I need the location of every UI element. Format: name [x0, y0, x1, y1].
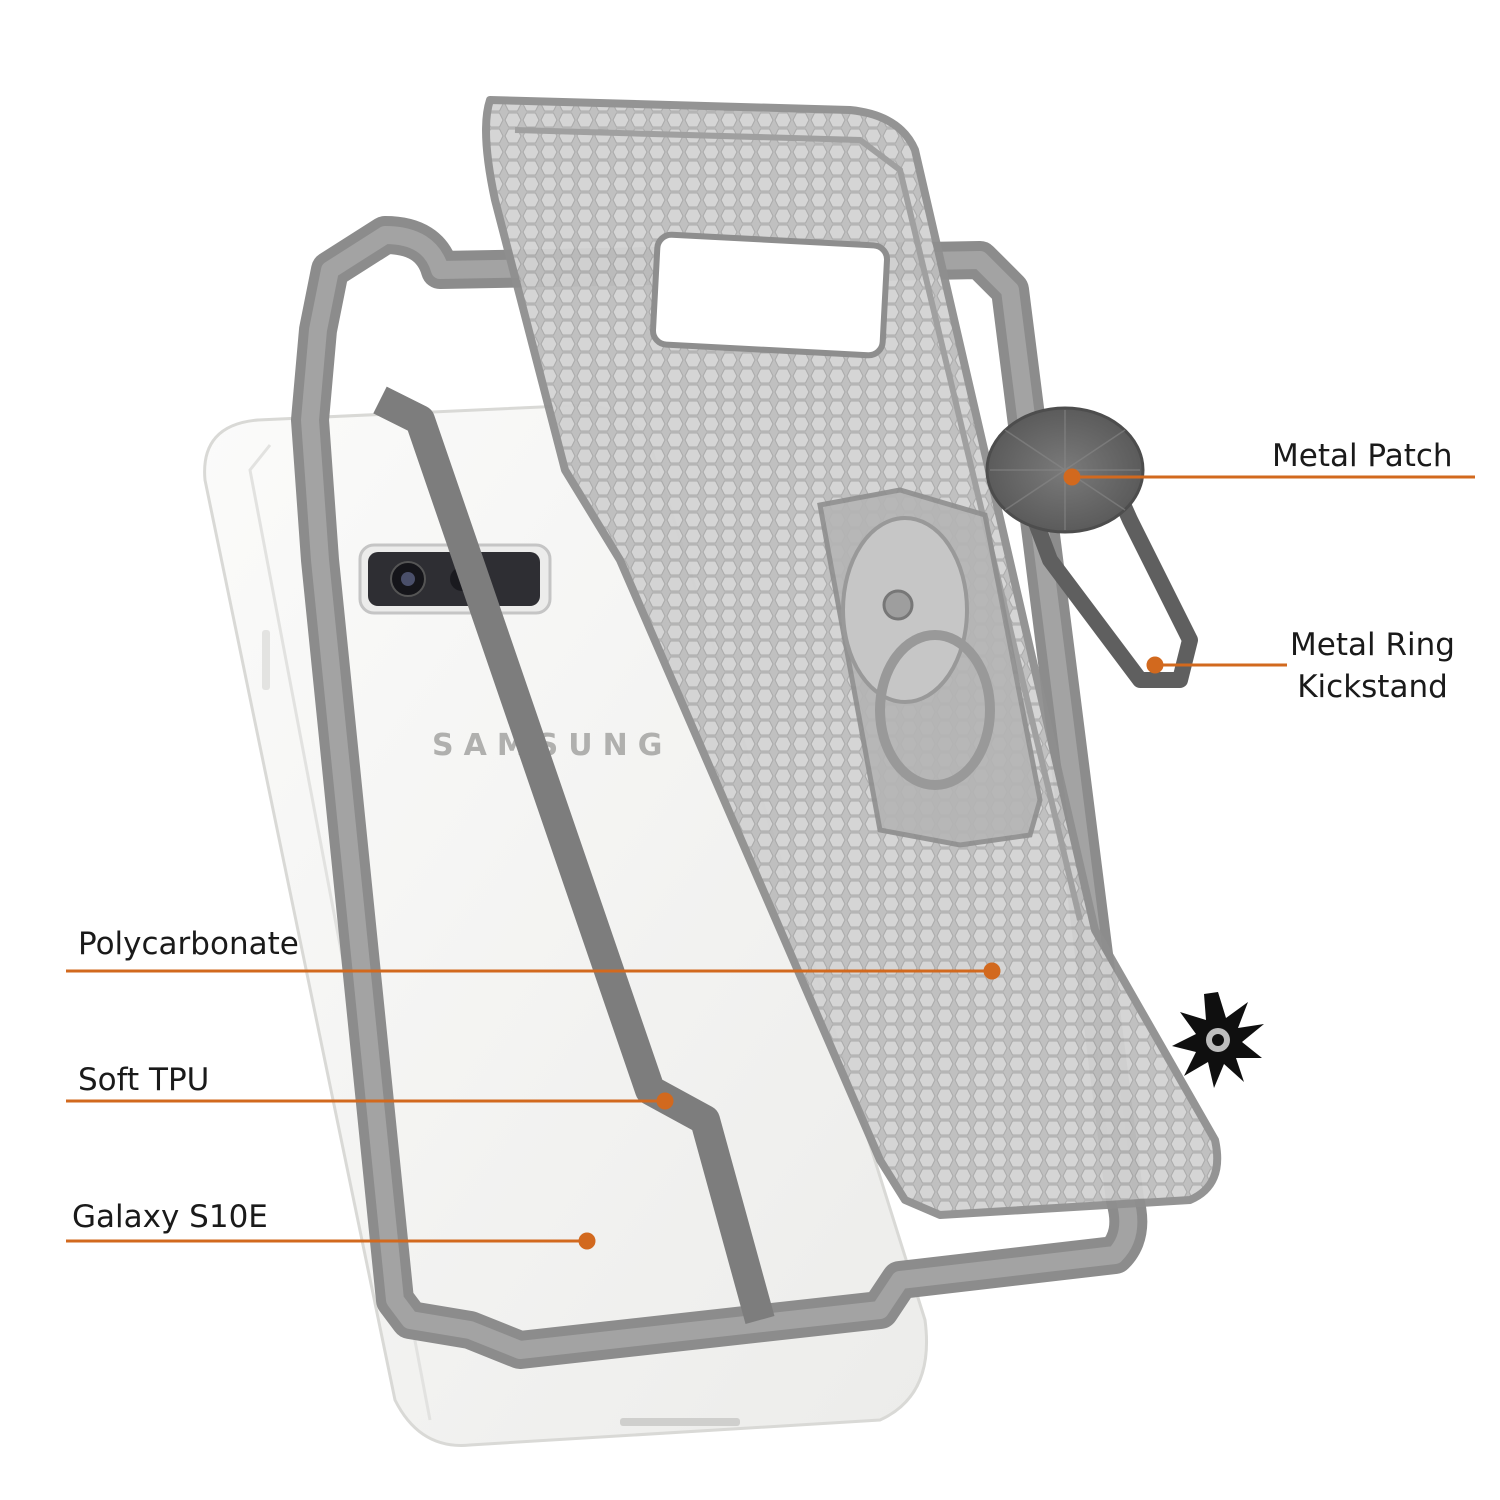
phone-brand-text: SAMSUNG: [432, 728, 672, 763]
soft-tpu-bumper: [291, 216, 1148, 1369]
label-galaxy-s10e: Galaxy S10E: [72, 1199, 268, 1235]
polycarbonate-shell: [482, 96, 1222, 1219]
label-metal-ring-kickstand: Metal Ring Kickstand: [1290, 625, 1455, 709]
callout-dot-soft-tpu: [656, 1092, 674, 1110]
punkcase-logo-icon: [1172, 992, 1264, 1088]
label-metal-ring-line2: Kickstand: [1297, 668, 1448, 705]
callout-dot-galaxy: [578, 1232, 596, 1250]
label-soft-tpu: Soft TPU: [78, 1062, 210, 1098]
callout-lines: [66, 468, 1475, 1250]
callout-dot-metal-ring: [1146, 656, 1164, 674]
label-polycarbonate: Polycarbonate: [78, 926, 299, 962]
label-metal-patch: Metal Patch: [1272, 438, 1453, 474]
callout-dot-metal-patch: [1063, 468, 1081, 486]
case-camera-cutout: [649, 231, 891, 359]
callout-dot-polycarbonate: [983, 962, 1001, 980]
label-metal-ring-line1: Metal Ring: [1290, 627, 1455, 663]
